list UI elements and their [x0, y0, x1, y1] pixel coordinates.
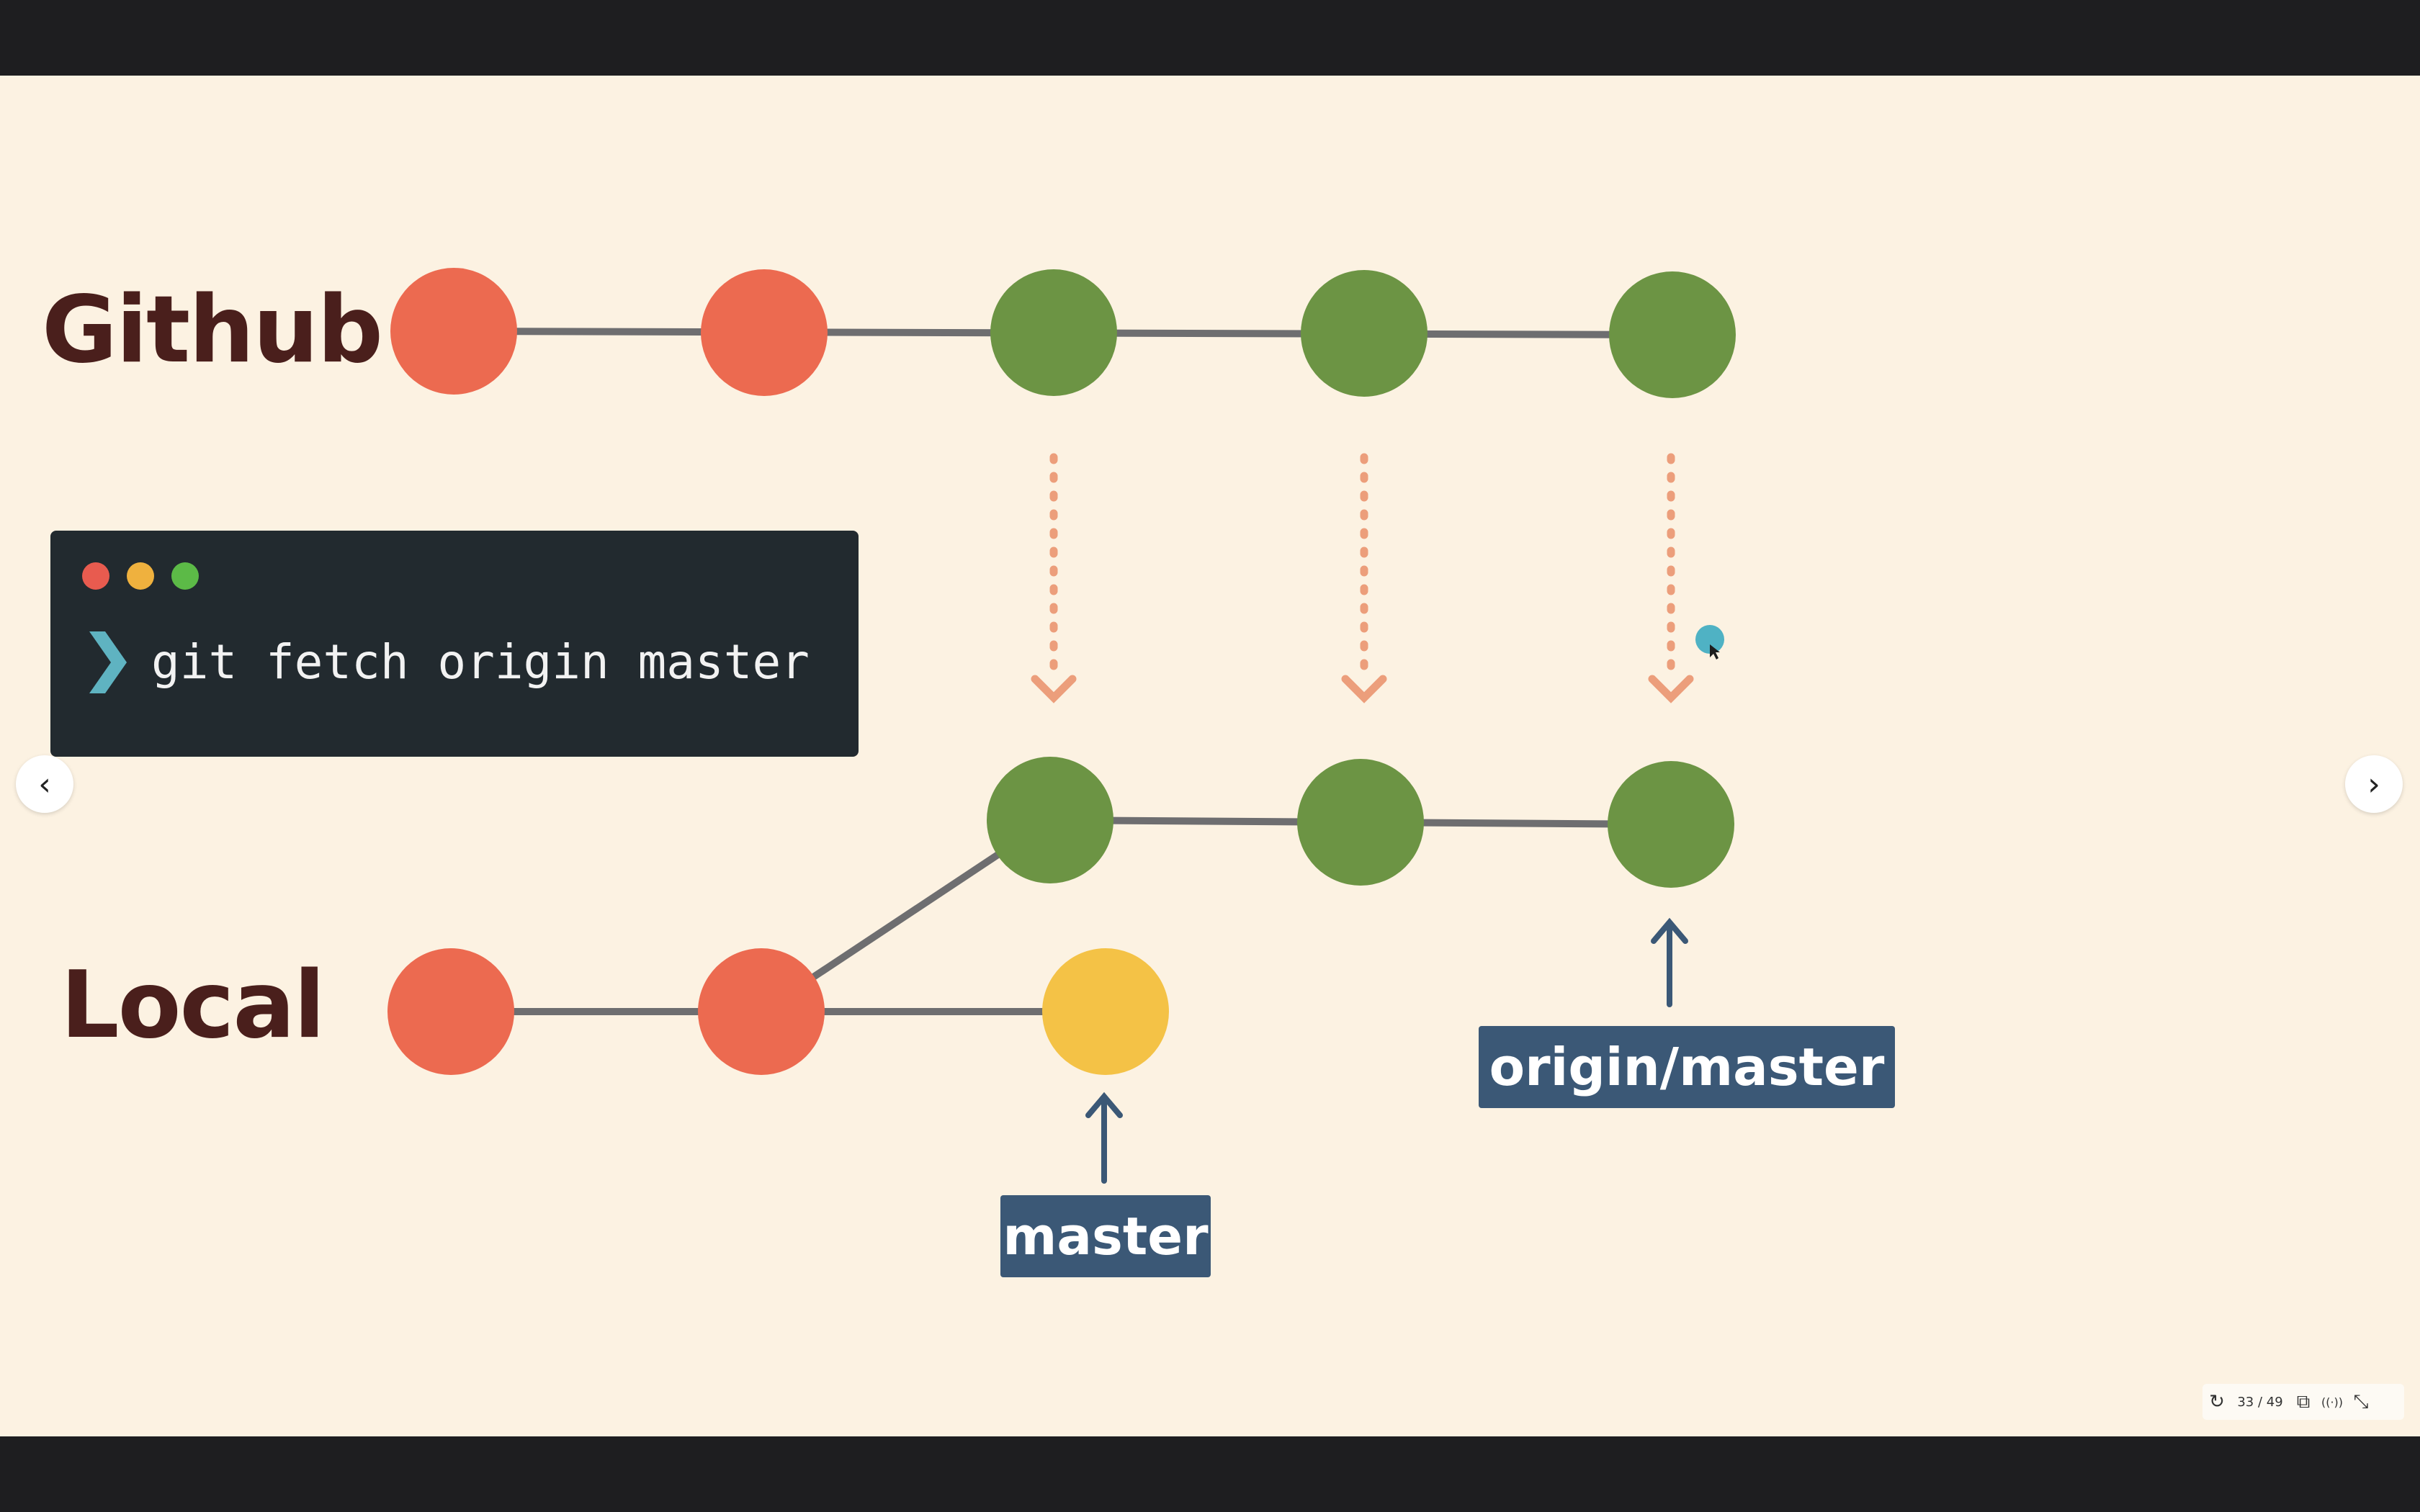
window-maximize-dot — [171, 562, 199, 590]
top-letterbox-bar — [0, 0, 2420, 76]
github-commit-2 — [701, 269, 828, 396]
origin-master-branch-label: origin/master — [1479, 1026, 1895, 1108]
terminal-window: git fetch origin master — [50, 531, 859, 757]
prompt-chevron-icon — [89, 631, 127, 693]
window-minimize-dot — [127, 562, 154, 590]
local-commit-1 — [387, 948, 514, 1075]
local-commit-3 — [1042, 948, 1169, 1075]
prev-slide-button[interactable]: ‹ — [16, 755, 73, 813]
github-commit-1 — [390, 268, 517, 395]
github-commit-3 — [990, 269, 1117, 396]
github-commit-5 — [1609, 271, 1736, 398]
terminal-command: git fetch origin master — [151, 634, 810, 690]
page-counter: 33 / 49 — [2237, 1394, 2283, 1410]
fetch-arrowhead-1 — [1031, 675, 1077, 703]
fetched-commit-3 — [1608, 761, 1734, 888]
local-commit-2 — [698, 948, 825, 1075]
github-commit-4 — [1301, 270, 1428, 397]
window-icon[interactable]: ⧉ — [2296, 1390, 2311, 1413]
collapse-icon[interactable]: ⤡ — [2353, 1390, 2369, 1413]
master-pointer-arrowhead — [1085, 1092, 1123, 1118]
fetched-commit-2 — [1297, 759, 1424, 886]
window-close-dot — [82, 562, 109, 590]
git-diagram — [387, 268, 1736, 1184]
master-branch-label: master — [1000, 1195, 1211, 1277]
github-label: Github — [42, 276, 383, 384]
broadcast-icon[interactable]: ((·)) — [2321, 1395, 2344, 1409]
local-label: Local — [60, 952, 326, 1059]
cursor-indicator — [1695, 625, 1724, 654]
origin-master-pointer-arrowhead — [1651, 917, 1688, 944]
chevron-left-icon: ‹ — [38, 765, 51, 803]
fetch-arrowhead-3 — [1648, 675, 1694, 703]
player-controls: ↻ 33 / 49 ⧉ ((·)) ⤡ — [2202, 1384, 2404, 1420]
next-slide-button[interactable]: › — [2345, 755, 2403, 813]
bottom-letterbox-bar — [0, 1436, 2420, 1512]
replay-icon[interactable]: ↻ — [2209, 1391, 2225, 1413]
fetch-arrowhead-2 — [1341, 675, 1387, 703]
mouse-cursor-icon — [1710, 644, 1720, 660]
slide: Github Local git fetch origin master mas… — [0, 76, 2420, 1436]
chevron-right-icon: › — [2367, 765, 2380, 803]
fetched-commit-1 — [987, 757, 1113, 883]
